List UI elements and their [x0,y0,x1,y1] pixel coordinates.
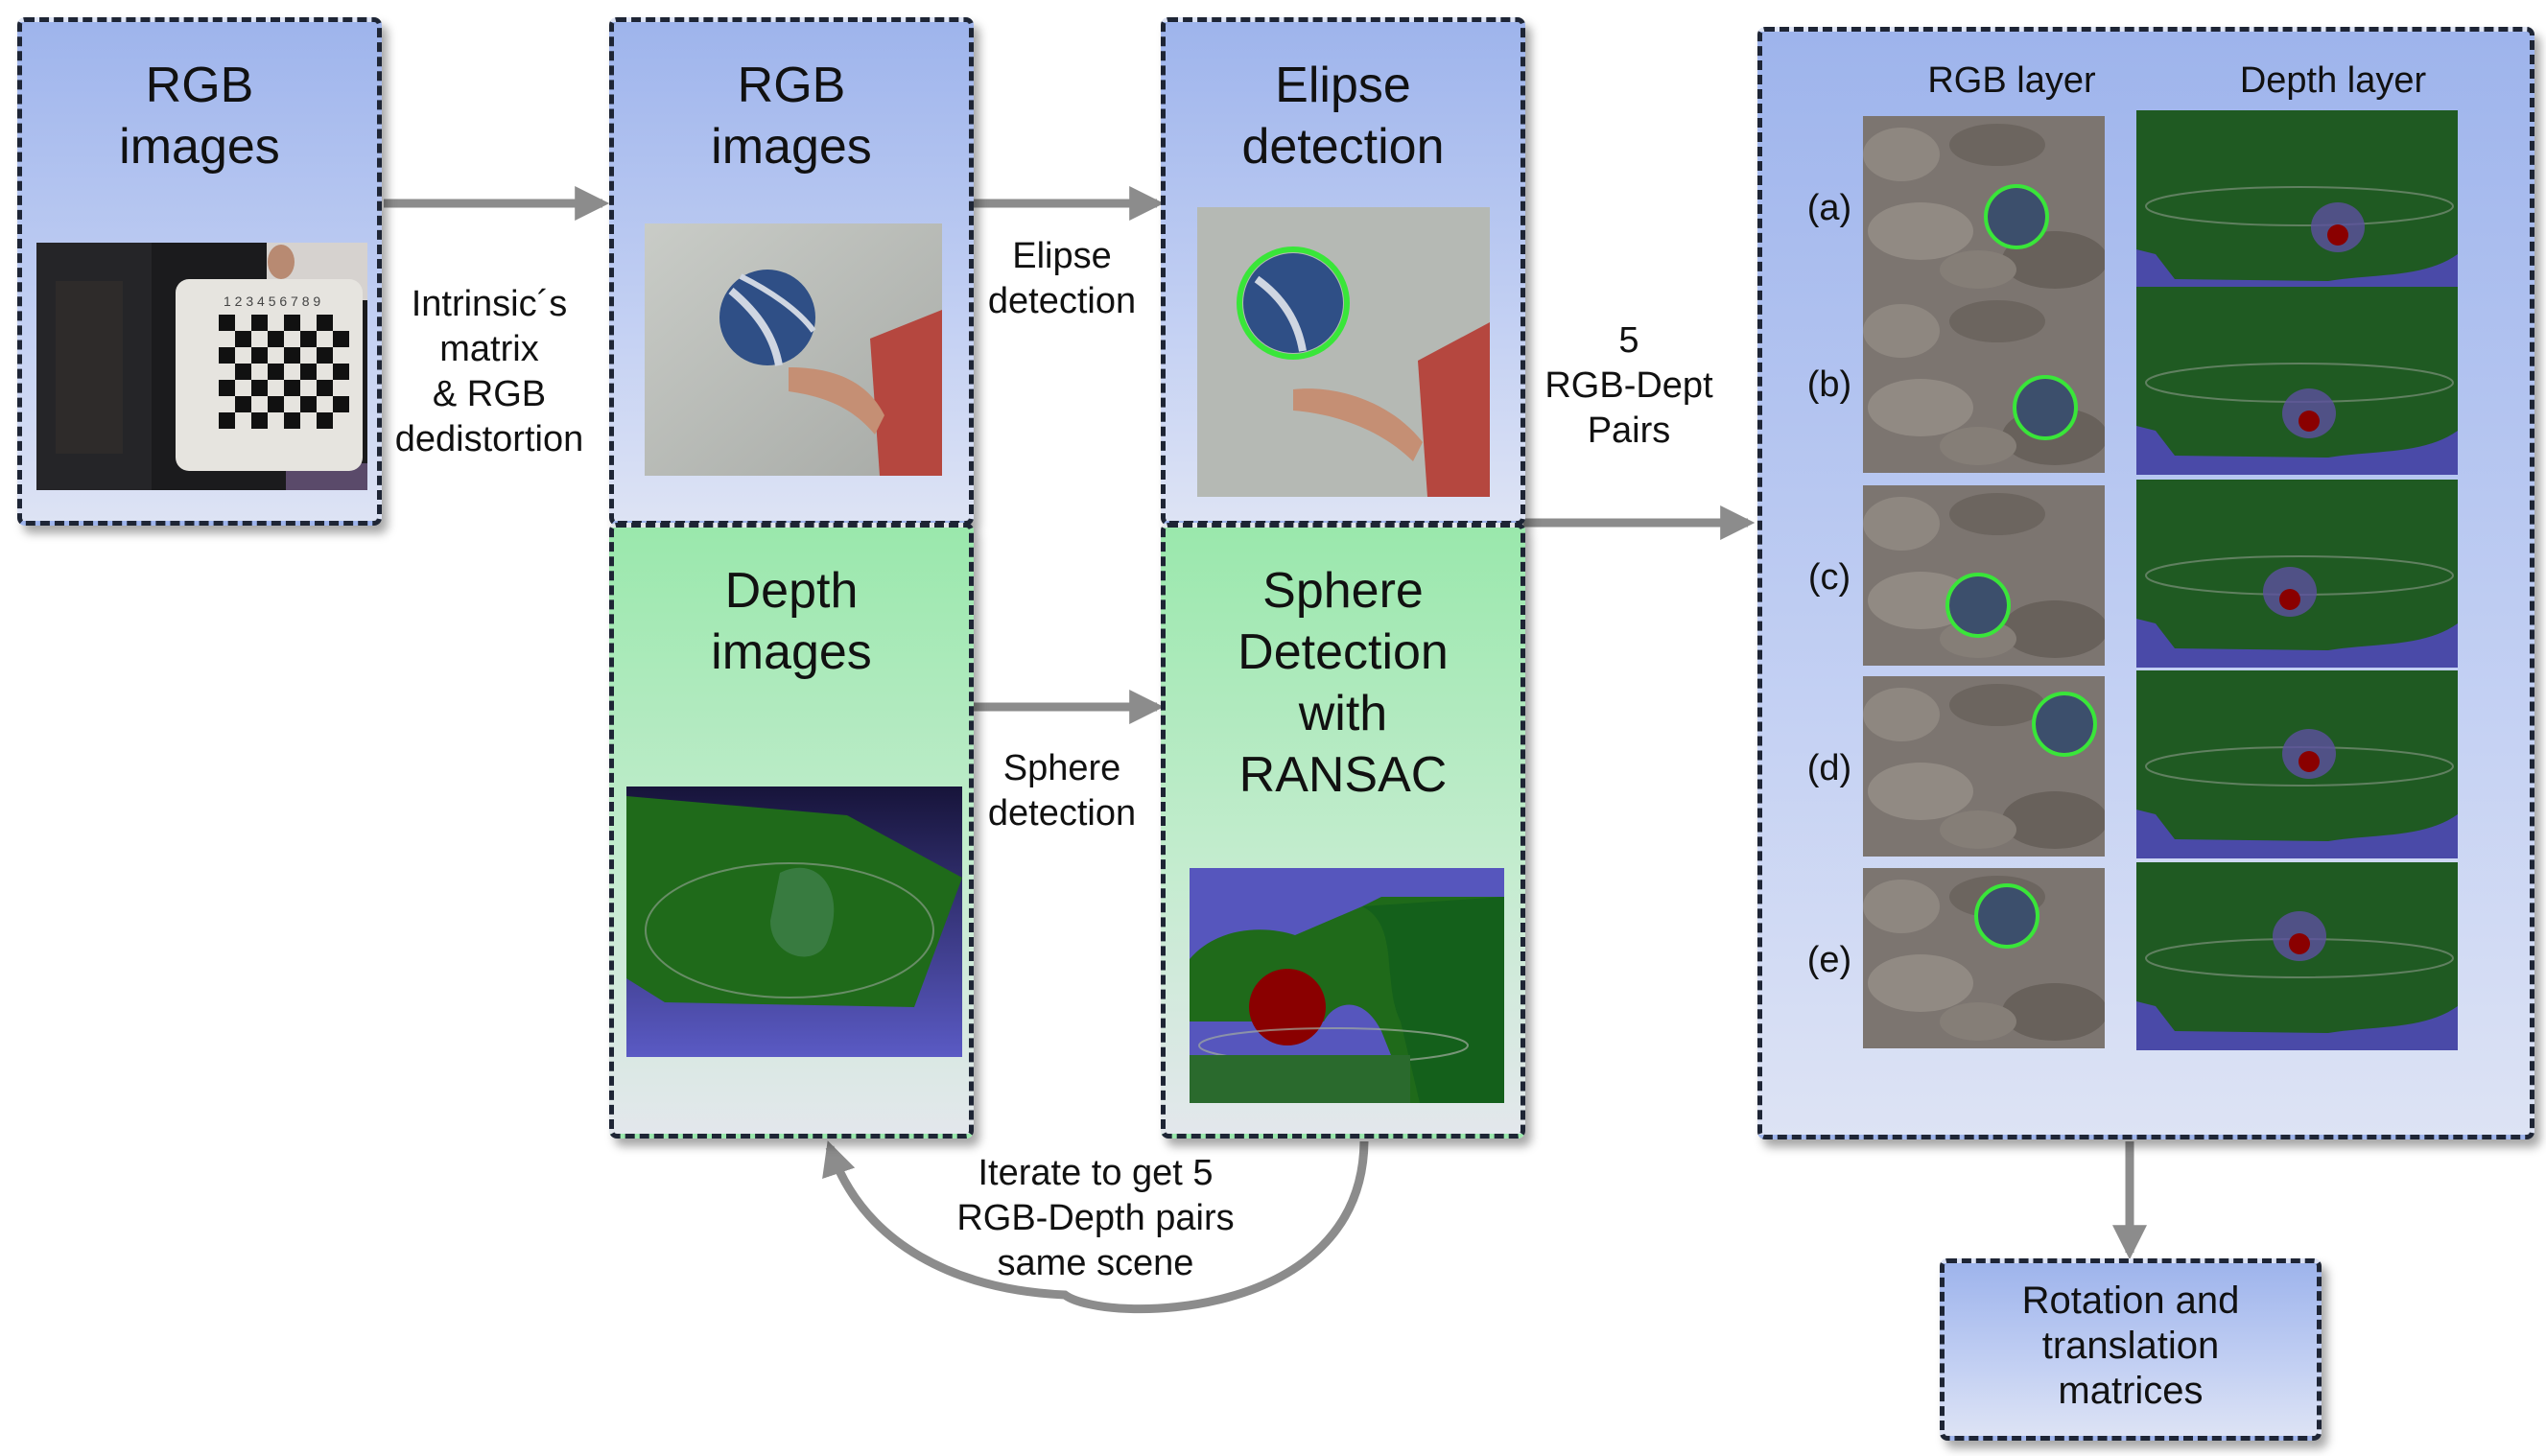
checkerboard-photo: 1 2 3 4 5 6 7 8 9 [36,243,367,490]
checkerboard [219,315,349,429]
checker-square [333,396,349,412]
elipse-detection-title: Elipse detection [1241,58,1445,175]
pair-row-label: (d) [1806,748,1852,788]
sphere-detection-title: Sphere Detection with RANSAC [1238,563,1449,803]
pair-row-label: (e) [1806,940,1852,980]
checker-square [317,380,333,396]
checker-square [268,396,284,412]
checker-square [268,364,284,380]
depth-pointcloud [626,787,962,1057]
checker-square [235,364,251,380]
checker-square [284,315,300,331]
label-sphere: Sphere detection [987,748,1137,834]
checker-square [251,347,268,364]
depth-layer-image [2136,862,2458,1050]
checker-square [300,396,317,412]
rgb-images-box: RGB images [609,17,974,526]
depth-layer-image [2136,287,2458,475]
pairs-panel-box: RGB layer Depth layer (a) (b) (c) (d) (e) [1757,27,2534,1139]
sphere-detection-box: Sphere Detection with RANSAC [1161,523,1525,1139]
checker-square [268,331,284,347]
label-intrinsic: Intrinsic´s matrix & RGB dedistortion [394,284,584,459]
rgb-input-box: RGB images 1 2 3 4 5 6 7 8 9 [17,17,382,526]
checker-square [317,315,333,331]
checkerboard-numbers: 1 2 3 4 5 6 7 8 9 [224,294,320,309]
checker-square [284,380,300,396]
checker-square [284,347,300,364]
checker-square [300,331,317,347]
checker-square [251,380,268,396]
sphere-pointcloud [1190,868,1504,1103]
rgb-layer-image [1863,116,2105,296]
checker-square [333,331,349,347]
checker-square [333,364,349,380]
depth-images-title: Depth images [711,563,872,680]
rgb-layer-image [1863,293,2105,473]
rgb-input-title: RGB images [119,58,280,175]
elipse-detection-box: Elipse detection [1161,17,1525,526]
checker-square [219,412,235,429]
elipse-photo [1197,207,1490,497]
output-title: Rotation and translation matrices [2021,1280,2240,1412]
checker-square [251,315,268,331]
checker-square [219,315,235,331]
output-box: Rotation and translation matrices [1940,1258,2322,1441]
depth-images-box: Depth images [609,523,974,1139]
label-elipse: Elipse detection [987,236,1137,321]
checker-square [219,347,235,364]
label-pairs: 5 RGB-Dept Pairs [1544,320,1713,451]
col-depth-layer: Depth layer [2239,60,2427,101]
depth-layer-image [2136,670,2458,858]
checker-square [284,412,300,429]
rgb-layer-image [1863,868,2105,1048]
checker-square [300,364,317,380]
checker-square [317,412,333,429]
pair-row-label: (a) [1806,188,1852,228]
ball-photo [645,223,942,476]
checker-square [317,347,333,364]
rgb-layer-image [1863,485,2105,666]
pair-row-label: (c) [1807,557,1851,598]
pair-row-label: (b) [1806,364,1852,405]
checker-square [235,396,251,412]
checker-square [235,331,251,347]
label-iterate: Iterate to get 5 RGB-Depth pairs same sc… [956,1153,1235,1283]
rgb-images-title: RGB images [711,58,872,175]
checker-square [251,412,268,429]
rgb-layer-image [1863,676,2105,857]
col-rgb-layer: RGB layer [1927,60,2096,101]
checker-square [219,380,235,396]
arrow-iterate-loop [822,1140,1369,1314]
depth-layer-image [2136,480,2458,668]
depth-layer-image [2136,110,2458,298]
